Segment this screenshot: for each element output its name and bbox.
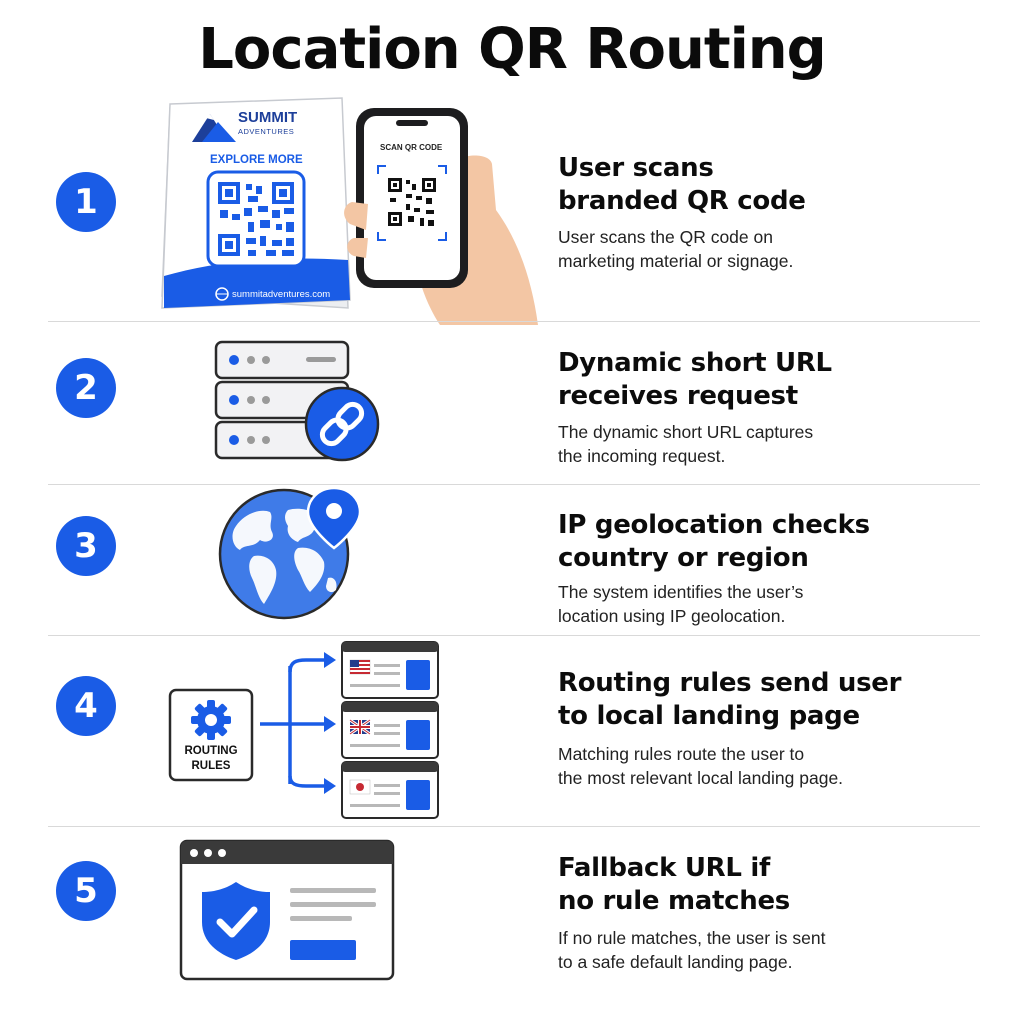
sign-url: summitadventures.com — [232, 289, 330, 300]
step-number-badge: 3 — [56, 516, 116, 576]
section-divider — [48, 321, 980, 322]
step-description-line: location using IP geolocation. — [558, 606, 786, 626]
routing-box-label-line2: RULES — [192, 760, 231, 772]
phone-scan-label: SCAN QR CODE — [380, 143, 443, 152]
step-description-line: to a safe default landing page. — [558, 952, 793, 972]
section-divider — [48, 635, 980, 636]
step-number-badge: 5 — [56, 861, 116, 921]
server-stack-icon — [214, 340, 380, 462]
step-heading-line: branded QR code — [558, 186, 806, 216]
step-heading-line: country or region — [558, 543, 809, 573]
step-heading-line: receives request — [558, 381, 798, 411]
us-flag-icon — [349, 659, 371, 675]
sign-brand-name: SUMMIT — [238, 109, 297, 126]
step-heading-line: to local landing page — [558, 701, 860, 731]
globe-icon — [218, 486, 362, 620]
step-description-line: the most relevant local landing page. — [558, 768, 844, 788]
step-description-line: Matching rules route the user to — [558, 744, 805, 764]
routing-diagram: ROUTING RULES — [168, 641, 439, 819]
section-divider — [48, 826, 980, 827]
step-heading: Dynamic short URL receives request — [558, 347, 998, 413]
step-heading: User scans branded QR code — [558, 152, 998, 218]
step-description-line: marketing material or signage. — [558, 251, 794, 271]
step-number-badge: 1 — [56, 172, 116, 232]
tent-card-sign-icon: SUMMIT ADVENTURES EXPLORE MORE summitadv… — [161, 97, 538, 325]
step-description: If no rule matches, the user is sent to … — [558, 926, 998, 974]
step-heading-line: User scans — [558, 153, 714, 183]
step-description: The system identifies the user’s locatio… — [558, 580, 998, 628]
gear-icon — [191, 700, 231, 740]
step-description-line: the incoming request. — [558, 446, 726, 466]
step-number-badge: 2 — [56, 358, 116, 418]
step-description-line: User scans the QR code on — [558, 227, 773, 247]
step-heading-line: Routing rules send user — [558, 668, 902, 698]
step-description-line: The system identifies the user’s — [558, 582, 804, 602]
uk-flag-icon — [349, 718, 371, 736]
page-title: Location QR Routing — [198, 17, 827, 82]
step-description: The dynamic short URL captures the incom… — [558, 420, 998, 468]
step-heading: Fallback URL if no rule matches — [558, 852, 998, 918]
sign-brand-subtitle: ADVENTURES — [238, 127, 294, 136]
step-description-line: If no rule matches, the user is sent — [558, 928, 826, 948]
step-heading-line: Fallback URL if — [558, 853, 770, 883]
sign-cta: EXPLORE MORE — [210, 154, 303, 166]
location-pin-icon — [306, 486, 362, 550]
section-divider — [48, 484, 980, 485]
step-heading-line: no rule matches — [558, 886, 790, 916]
routing-box-label-line1: ROUTING — [184, 745, 237, 757]
step-heading: IP geolocation checks country or region — [558, 509, 998, 575]
japan-flag-icon — [349, 779, 371, 795]
step-description: Matching rules route the user to the mos… — [558, 742, 998, 790]
smartphone-hand-icon: SCAN QR CODE — [344, 108, 538, 325]
step-heading-line: IP geolocation checks — [558, 510, 870, 540]
step-heading: Routing rules send user to local landing… — [558, 667, 998, 733]
shield-check-icon — [202, 882, 270, 960]
step-heading-line: Dynamic short URL — [558, 348, 832, 378]
step-description-line: The dynamic short URL captures — [558, 422, 814, 442]
step-description: User scans the QR code on marketing mate… — [558, 225, 998, 273]
link-icon — [304, 386, 380, 462]
browser-window-icon — [179, 839, 395, 981]
step-number-badge: 4 — [56, 676, 116, 736]
